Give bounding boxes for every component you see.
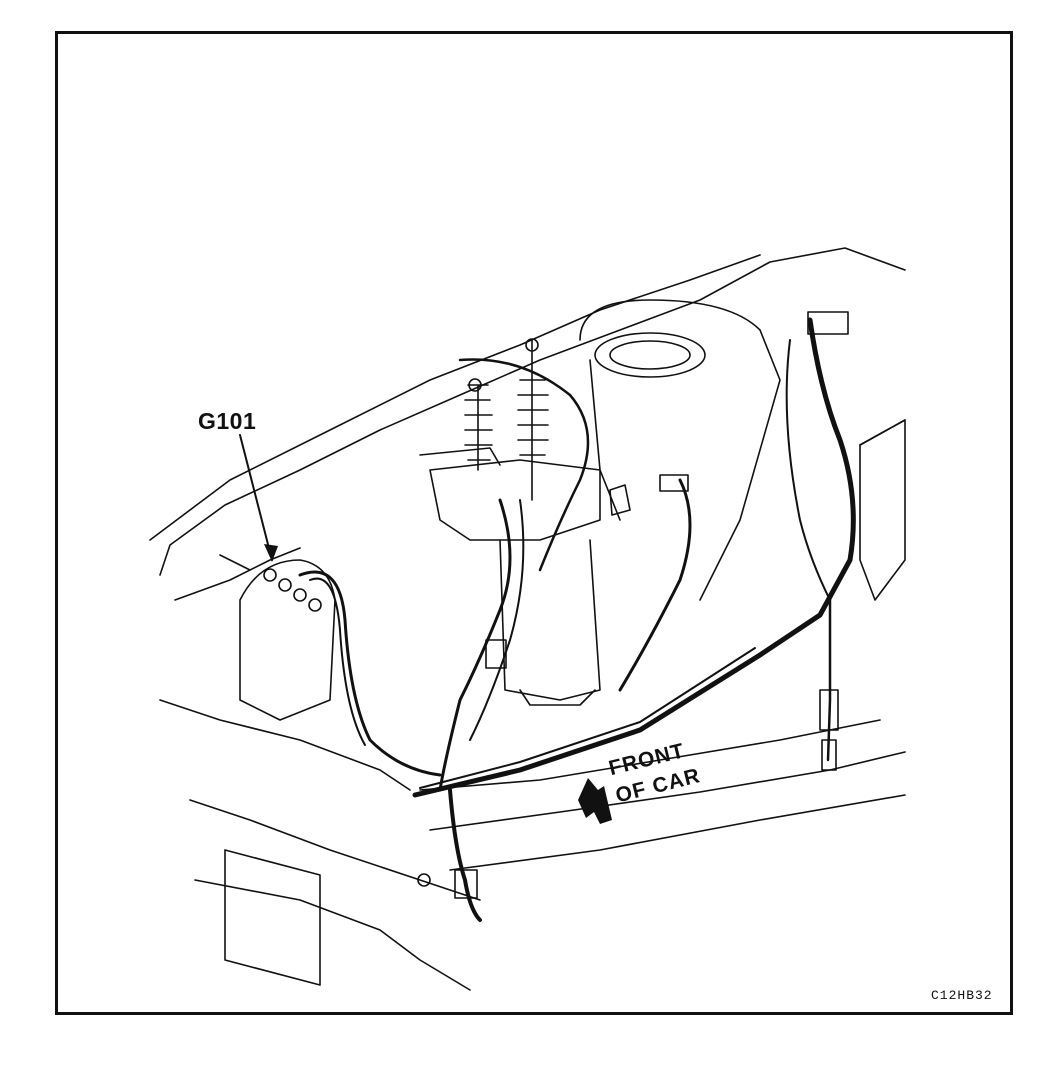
- inner-fender-line: [174, 547, 301, 601]
- harness-drop: [448, 788, 482, 922]
- battery-box: [859, 419, 906, 601]
- lower-panel: [449, 794, 906, 871]
- g101-leader-arrowhead: [264, 544, 278, 562]
- ground-callout-label: G101: [198, 408, 257, 434]
- front-rail: [419, 719, 881, 791]
- battery-top: [859, 419, 906, 446]
- main-trunk: [412, 317, 856, 798]
- bracket-plate: [419, 447, 501, 466]
- clip-left: [609, 484, 631, 516]
- connector-mid: [485, 639, 507, 669]
- ground-eyelet-3: [293, 588, 307, 602]
- front-rail-lower: [429, 751, 906, 831]
- ground-eyelet-4: [308, 598, 322, 612]
- strut-top-ring: [609, 340, 691, 370]
- grommet: [417, 873, 431, 887]
- connector-right-drop: [819, 689, 839, 731]
- ground-eyelet-2: [278, 578, 292, 592]
- connector-bottom: [454, 869, 478, 899]
- connector-right-end: [821, 739, 837, 771]
- harness-battery: [785, 339, 831, 601]
- radiator-support: [194, 879, 471, 991]
- strut-tower-left: [239, 559, 336, 721]
- connector-top-small: [659, 474, 689, 492]
- harness-center-b: [469, 499, 525, 741]
- arrow-icon: [578, 778, 612, 824]
- harness-from-g101: [298, 570, 442, 777]
- harness-right-drop: [826, 598, 832, 762]
- harness-right-loop: [618, 478, 692, 692]
- ground-bolt: [219, 554, 251, 571]
- harness-upper-loop: [458, 358, 590, 572]
- g101-leader-line: [239, 434, 273, 561]
- fender-panel-rect: [224, 849, 321, 986]
- fender-upper-edge: [149, 254, 761, 541]
- bracket-foot: [519, 689, 596, 706]
- harness-from-g101-b: [309, 577, 366, 746]
- terminal-stack-2: [517, 339, 549, 501]
- fender-outline: [159, 247, 906, 576]
- mount-bracket: [429, 459, 601, 541]
- connector-right-top: [807, 311, 849, 335]
- apron-line: [159, 699, 411, 791]
- strut-tower-body: [579, 299, 781, 601]
- apron-lower: [189, 799, 481, 901]
- terminal-stack-1: [464, 384, 493, 471]
- figure-code: C12HB32: [931, 988, 993, 1003]
- strut-tower-side: [589, 359, 621, 521]
- ground-eyelet-1: [263, 568, 277, 582]
- stud-nut-left: [468, 378, 482, 392]
- strut-top-opening: [594, 332, 706, 378]
- harness-center-down: [438, 498, 512, 792]
- main-trunk-inner: [419, 647, 756, 789]
- stud-nut-top: [525, 338, 539, 352]
